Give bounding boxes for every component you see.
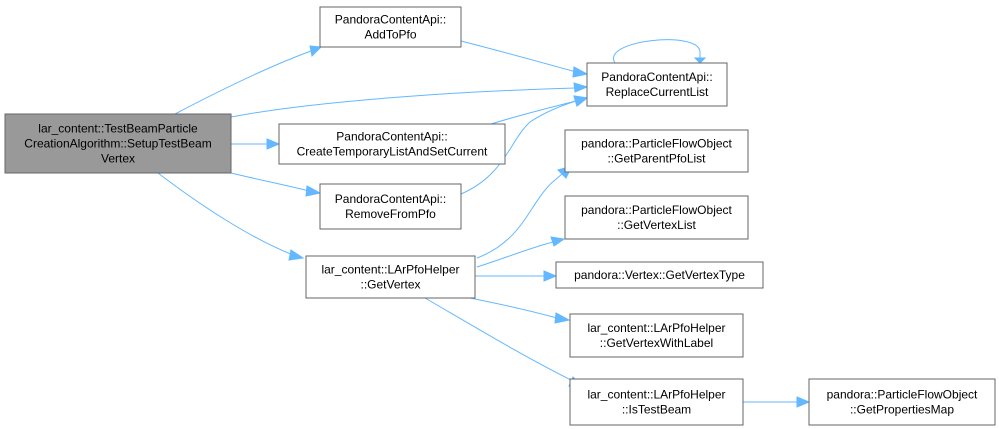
node-box [564, 129, 749, 173]
node-root[interactable]: lar_content::TestBeamParticleCreationAlg… [4, 113, 232, 174]
node-replace-current-list[interactable]: PandoraContentApi::ReplaceCurrentList [586, 62, 728, 107]
edge-root-to-add-to-pfo [174, 45, 323, 115]
edge-line [460, 40, 577, 73]
nodes-layer: lar_content::TestBeamParticleCreationAlg… [4, 6, 996, 426]
edge-root-to-get-vertex [157, 172, 305, 261]
edge-line [469, 297, 558, 319]
node-get-vertex[interactable]: lar_content::LArPfoHelper::GetVertex [305, 255, 476, 299]
edge-line [490, 100, 577, 125]
edge-line [460, 100, 577, 195]
edge-line [612, 39, 701, 64]
edge-add-to-pfo-to-replace-current-list [460, 40, 589, 78]
node-box [319, 183, 462, 230]
node-label-line: ::GetVertexWithLabel [600, 336, 713, 350]
node-box [569, 378, 744, 426]
node-label-line: ::GetPropertiesMap [850, 403, 954, 417]
node-label-line: CreateTemporaryListAndSetCurrent [297, 145, 488, 159]
node-label-line: PandoraContentApi:: [335, 192, 446, 206]
node-label-line: ReplaceCurrentList [606, 85, 709, 99]
node-label-line: lar_content::TestBeamParticle [38, 122, 198, 136]
node-label-line: CreationAlgorithm::SetupTestBeam [24, 137, 211, 151]
edge-line [174, 50, 312, 115]
node-label-line: RemoveFromPfo [345, 207, 436, 221]
node-label-line: ::GetVertex [360, 278, 420, 292]
edge-line [476, 173, 563, 259]
edge-line [230, 172, 310, 192]
node-label-line: pandora::ParticleFlowObject [581, 203, 732, 217]
node-get-vertex-with-label[interactable]: lar_content::LArPfoHelper::GetVertexWith… [569, 313, 744, 358]
edge-is-test-beam-to-get-properties-map [743, 396, 811, 408]
edge-line [476, 241, 554, 268]
edge-arrowhead [796, 396, 811, 408]
edge-arrowhead [573, 82, 589, 93]
node-box [319, 6, 462, 48]
edge-root-to-replace-current-list [230, 82, 589, 118]
edges-layer [157, 39, 811, 408]
node-box [564, 195, 749, 240]
node-label-line: pandora::Vertex::GetVertexType [574, 268, 745, 282]
node-label-line: PandoraContentApi:: [335, 13, 446, 27]
edge-arrowhead [288, 249, 305, 261]
node-label-line: PandoraContentApi:: [601, 70, 712, 84]
edge-arrowhead [266, 138, 281, 150]
node-label-line: lar_content::LArPfoHelper [587, 388, 725, 402]
node-add-to-pfo[interactable]: PandoraContentApi::AddToPfo [319, 6, 462, 48]
edge-get-vertex-to-get-vertex-list [476, 236, 566, 268]
edge-get-vertex-to-get-vertex-type [475, 270, 558, 282]
edge-get-vertex-to-is-test-beam [424, 297, 585, 388]
node-is-test-beam[interactable]: lar_content::LArPfoHelper::IsTestBeam [569, 378, 744, 426]
edge-arrowhead [305, 185, 322, 197]
node-box [305, 255, 476, 299]
node-label-line: pandora::ParticleFlowObject [581, 137, 732, 151]
edge-arrowhead [693, 57, 707, 64]
node-remove-from-pfo[interactable]: PandoraContentApi::RemoveFromPfo [319, 183, 462, 230]
edge-arrowhead [554, 312, 571, 324]
edge-root-to-remove-from-pfo [230, 172, 322, 197]
edge-arrowhead [309, 45, 323, 58]
edge-arrowhead [550, 236, 566, 247]
edge-create-temp-list-to-replace-current-list [490, 95, 589, 125]
node-label-line: ::GetVertexList [617, 218, 696, 232]
edge-line [157, 172, 294, 256]
edge-arrowhead [572, 66, 589, 78]
node-label-line: lar_content::LArPfoHelper [321, 263, 459, 277]
node-get-vertex-type[interactable]: pandora::Vertex::GetVertexType [555, 261, 764, 289]
node-box [555, 261, 764, 289]
node-label-line: ::IsTestBeam [622, 403, 691, 417]
node-get-properties-map[interactable]: pandora::ParticleFlowObject::GetProperti… [808, 378, 996, 426]
node-label-line: PandoraContentApi:: [336, 130, 447, 144]
edge-line [424, 297, 576, 383]
edge-get-vertex-to-get-vertex-with-label [469, 297, 571, 324]
edge-replace-current-list-to-replace-current-list [612, 39, 707, 64]
node-box [278, 123, 506, 165]
edge-remove-from-pfo-to-replace-current-list [460, 95, 589, 195]
node-box [4, 113, 232, 174]
edge-arrowhead [573, 95, 589, 107]
node-box [808, 378, 996, 426]
node-box [569, 313, 744, 358]
node-create-temp-list[interactable]: PandoraContentApi::CreateTemporaryListAn… [278, 123, 506, 165]
edge-root-to-create-temp-list [231, 138, 281, 150]
node-box [586, 62, 728, 107]
node-label-line: pandora::ParticleFlowObject [827, 388, 978, 402]
edge-arrowhead [543, 270, 558, 282]
node-get-vertex-list[interactable]: pandora::ParticleFlowObject::GetVertexLi… [564, 195, 749, 240]
edge-get-vertex-to-get-parent-pfo-list [476, 165, 573, 259]
node-get-parent-pfo-list[interactable]: pandora::ParticleFlowObject::GetParentPf… [564, 129, 749, 173]
node-label-line: AddToPfo [364, 28, 416, 42]
node-label-line: Vertex [101, 152, 135, 166]
edge-line [230, 87, 576, 118]
node-label-line: lar_content::LArPfoHelper [587, 321, 725, 335]
node-label-line: ::GetParentPfoList [607, 152, 706, 166]
